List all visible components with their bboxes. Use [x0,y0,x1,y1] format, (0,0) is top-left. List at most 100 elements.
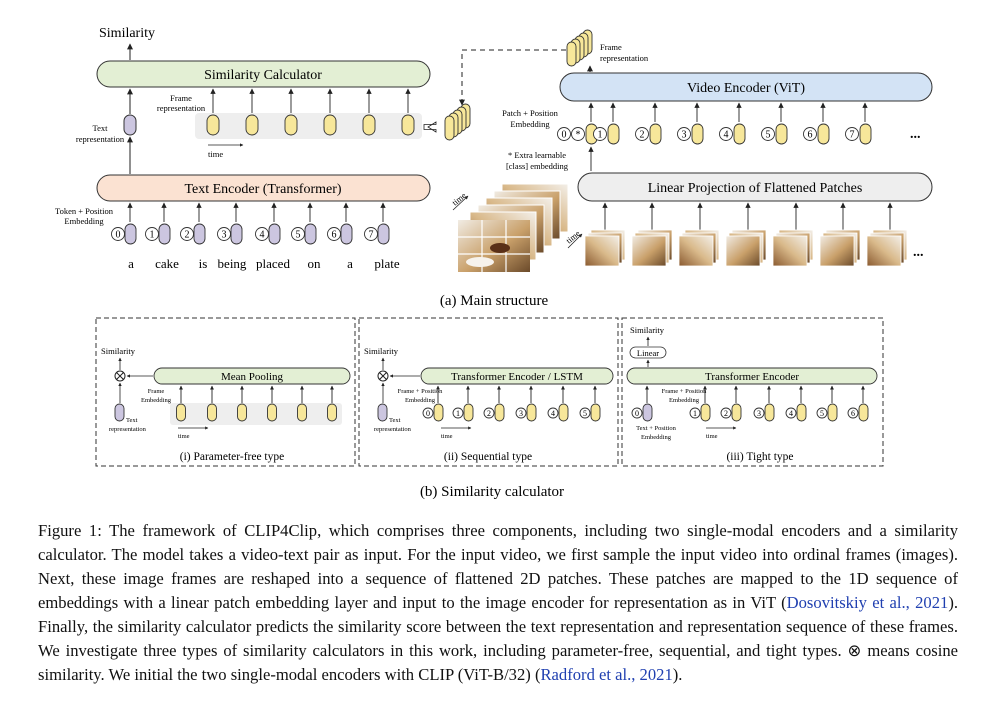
patch-position-embedding-label: Patch + Position Embedding [502,108,559,129]
svg-text:5: 5 [766,130,771,141]
image-patch [772,229,814,267]
text-position-id: 0 [631,407,643,419]
svg-text:representation: representation [374,426,412,433]
extra-class-note: * Extra learnable [class] embedding [506,150,569,171]
video-encoder-box [559,72,933,102]
text-word: a [128,256,134,271]
frame-token [297,403,307,422]
frame-stack-top [566,29,593,67]
text-encoder-label: Text Encoder (Transformer) [184,182,341,197]
svg-text:Frame: Frame [170,93,192,103]
svg-text:3: 3 [519,409,523,418]
svg-text:*: * [576,130,581,141]
svg-text:time: time [706,433,718,440]
svg-text:4: 4 [260,230,265,241]
image-patch [631,229,673,267]
caption-text-1: Figure 1: The framework of CLIP4Clip, wh… [38,521,958,612]
text-word: placed [256,256,290,271]
framework-figure: Similarity Similarity Calculator Frame r… [55,26,933,500]
linear-label: Linear [637,348,659,358]
svg-text:Similarity: Similarity [364,346,399,356]
svg-text:3: 3 [757,409,761,418]
svg-text:Frame + Position: Frame + Position [398,388,444,395]
similarity-calculator-label: Similarity Calculator [204,68,322,83]
patch-ellipsis: ... [910,127,921,142]
citation-radford[interactable]: Radford et al., 2021 [540,665,673,684]
frame-token [827,403,838,422]
svg-text:0: 0 [562,130,567,141]
token-position-id: 6 [327,227,341,241]
svg-text:0: 0 [116,230,121,241]
linear-projection-label: Linear Projection of Flattened Patches [648,181,863,196]
frame-position-id: 6 [847,407,859,419]
panel-tight: Similarity Linear Transformer Encoder Fr… [621,317,884,467]
svg-text:3: 3 [222,230,227,241]
svg-text:3: 3 [682,130,687,141]
token-position-id: 3 [217,227,231,241]
patch-position-id: 1 [593,127,607,141]
frame-token [362,114,376,136]
frame-token [796,403,807,422]
frame-token [176,403,186,422]
text-word: on [308,256,322,271]
frame-token [327,403,337,422]
text-encoder-box [96,174,431,202]
svg-text:Text: Text [93,123,109,133]
svg-text:1: 1 [150,230,155,241]
token-position-id: 5 [291,227,305,241]
caption-tight: (iii) Tight type [726,451,793,463]
transformer-encoder-label: Transformer Encoder [705,371,799,383]
text-branch: Similarity Similarity Calculator Frame r… [55,26,431,271]
token-position-id: 0 [111,227,125,241]
svg-text:7: 7 [850,130,855,141]
svg-text:representation: representation [76,134,125,144]
patch-position-id: 2 [635,127,649,141]
video-branch: Video Encoder (ViT) Patch + Position Emb… [502,65,933,267]
svg-text:time: time [178,433,190,440]
frame-token [590,403,601,422]
frame-token [494,403,505,422]
svg-text:Frame: Frame [600,42,622,52]
svg-text:representation: representation [109,426,147,433]
frame-position-id: 4 [785,407,797,419]
token-embedding [340,223,353,245]
svg-text:Frame + Position: Frame + Position [662,388,708,395]
transformer-lstm-box [420,367,614,385]
time-label: time [208,149,223,159]
caption-text-2: ). Finally, the similarity calculator pr… [38,593,958,684]
svg-text:2: 2 [640,130,645,141]
svg-text:[class] embedding: [class] embedding [506,161,569,171]
svg-text:Embedding: Embedding [641,434,672,441]
frame-position-id: 4 [547,407,559,419]
citation-dosovitskiy[interactable]: Dosovitskiy et al., 2021 [786,593,949,612]
svg-text:Embedding: Embedding [64,216,104,226]
image-patch [678,229,720,267]
frame-token [245,114,259,136]
svg-text:1: 1 [693,409,697,418]
svg-text:Text: Text [389,417,401,424]
patch-position-id: 4 [719,127,733,141]
caption-parameter-free: (i) Parameter-free type [180,451,284,463]
svg-text:4: 4 [724,130,729,141]
frame-row-bg [195,113,422,139]
mean-pooling-box [153,367,351,385]
svg-text:Embedding: Embedding [405,397,436,404]
video-frames-cube: time [450,183,569,272]
frame-representation-tokens [206,88,415,136]
frame-token [401,114,415,136]
caption-sequential: (ii) Sequential type [444,451,532,463]
patch-embedding [817,123,830,145]
frame-token [731,403,742,422]
svg-text:Text: Text [126,417,138,424]
svg-text:Token + Position: Token + Position [55,206,114,216]
hollow-arrow [423,121,437,133]
svg-text:1: 1 [456,409,460,418]
svg-text:4: 4 [551,409,555,418]
caption-text-3: ). [672,665,683,684]
frame-position-id: 3 [753,407,765,419]
token-embedding [230,223,243,245]
svg-text:1: 1 [598,130,603,141]
video-encoder-label: Video Encoder (ViT) [687,81,805,96]
frame-token [284,114,298,136]
frame-token [526,403,537,422]
